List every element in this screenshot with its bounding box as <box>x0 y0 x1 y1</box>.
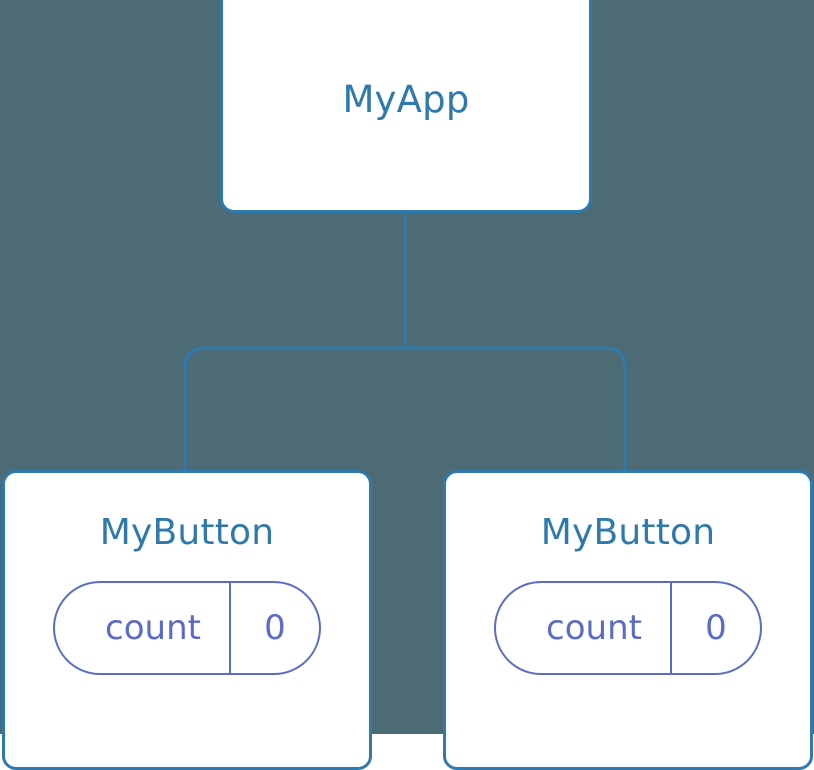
state-pill[interactable]: count 0 <box>494 581 762 675</box>
connector-branch-left <box>183 346 405 470</box>
state-key: count <box>105 608 201 648</box>
node-title: MyButton <box>99 512 275 553</box>
node-title: MyButton <box>540 512 716 553</box>
state-value: 0 <box>670 583 760 673</box>
node-title: MyApp <box>342 78 470 121</box>
state-key: count <box>546 608 642 648</box>
state-pill[interactable]: count 0 <box>53 581 321 675</box>
node-mybutton-1[interactable]: MyButton count 0 <box>2 470 372 770</box>
node-myapp[interactable]: MyApp <box>220 0 592 213</box>
state-value: 0 <box>229 583 319 673</box>
node-mybutton-2[interactable]: MyButton count 0 <box>443 470 813 770</box>
tree-connectors <box>183 210 627 470</box>
connector-branch-right <box>405 346 627 470</box>
